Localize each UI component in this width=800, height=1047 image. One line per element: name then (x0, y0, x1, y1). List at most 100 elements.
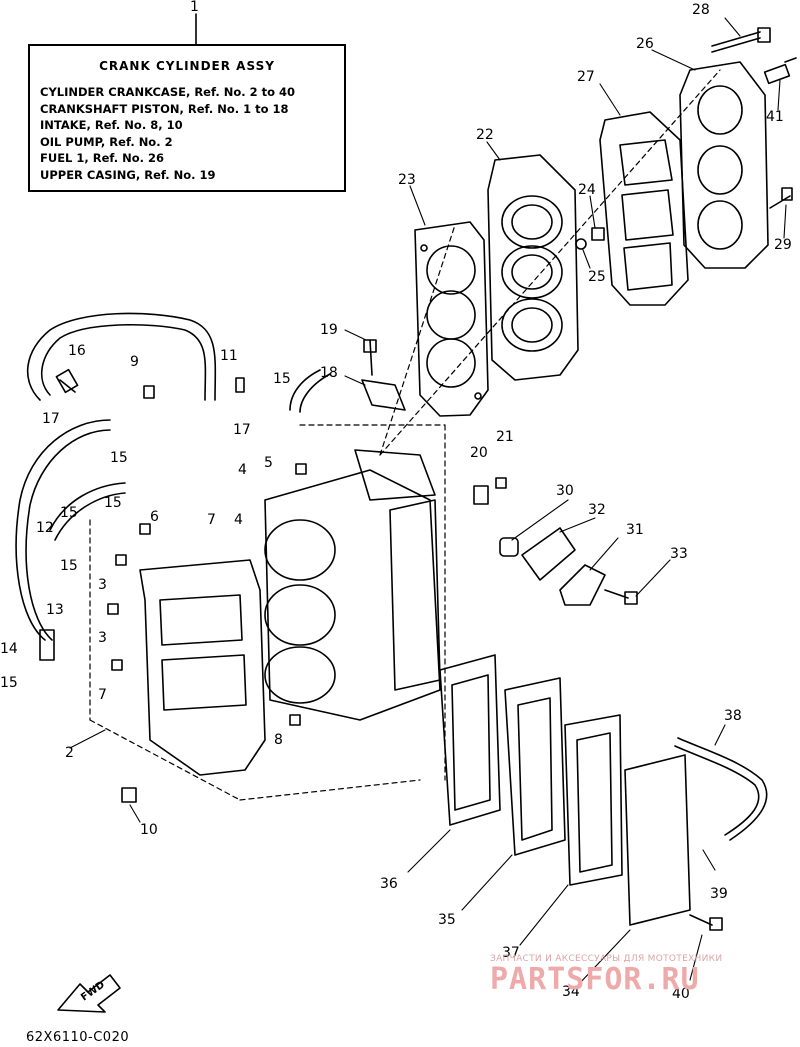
callout-4a: 4 (238, 462, 247, 478)
callout-13: 13 (46, 602, 64, 618)
callout-1: 1 (190, 0, 199, 15)
legend-line: CRANKSHAFT PISTON, Ref. No. 1 to 18 (40, 101, 289, 116)
fitting-3b-drawing (107, 603, 119, 615)
callout-7a: 7 (207, 512, 216, 528)
callout-15d: 15 (60, 505, 78, 521)
callout-21: 21 (496, 429, 514, 445)
legend-line: FUEL 1, Ref. No. 26 (40, 151, 165, 165)
callout-41: 41 (766, 109, 784, 125)
gasket-36-drawing (439, 654, 501, 826)
sensor-41-drawing (763, 57, 797, 85)
callout-15c: 15 (104, 495, 122, 511)
drawing-code: 62X6110-C020 (26, 1030, 130, 1045)
callout-20: 20 (470, 445, 488, 461)
callout-32: 32 (588, 502, 606, 518)
cover-26-drawing (679, 61, 769, 269)
callout-3a: 3 (98, 577, 107, 593)
callout-38: 38 (724, 708, 742, 724)
legend-line: CYLINDER CRANKCASE, Ref. No. 2 to 40 (40, 85, 296, 99)
callout-34: 34 (562, 984, 580, 1000)
clip-20-drawing (473, 485, 489, 505)
gasket-23-drawing (414, 221, 489, 417)
callout-29: 29 (774, 237, 792, 253)
hoses-drawing (15, 312, 331, 661)
leader-lines (69, 17, 787, 986)
gasket-27-drawing (599, 111, 689, 306)
bolt-9-drawing (143, 385, 155, 399)
callout-28: 28 (692, 2, 710, 18)
callout-11: 11 (220, 348, 238, 364)
bolt-40-drawing (689, 914, 723, 931)
bolt-29-drawing (769, 187, 793, 209)
callout-12: 12 (36, 520, 54, 536)
callout-7b: 7 (98, 687, 107, 703)
alignment-lines (89, 69, 721, 801)
watermark-subtitle: ЗАПЧАСТИ И АКСЕССУАРЫ ДЛЯ МОТОТЕХНИКИ (490, 954, 723, 964)
legend-line: INTAKE, Ref. No. 8, 10 (40, 118, 183, 132)
bolt-21-drawing (495, 477, 507, 489)
callout-37: 37 (502, 945, 520, 961)
watermark: ЗАПЧАСТИ И АКСЕССУАРЫ ДЛЯ МОТОТЕХНИКИ PA… (490, 954, 790, 997)
callout-30: 30 (556, 483, 574, 499)
fitting-7-drawing (111, 659, 123, 671)
legend-title: CRANK CYLINDER ASSY (99, 59, 275, 73)
legend-line: UPPER CASING, Ref. No. 19 (40, 167, 216, 182)
callout-23: 23 (398, 172, 416, 188)
callout-24: 24 (578, 182, 596, 198)
plug-5-drawing (295, 463, 307, 475)
plug-24-drawing (591, 227, 605, 241)
crankcase-drawing (139, 449, 441, 776)
bracket-18-drawing (361, 339, 406, 411)
callout-3b: 3 (98, 630, 107, 646)
plate-35-drawing (504, 677, 566, 856)
callout-8: 8 (274, 732, 283, 748)
fitting-3a-drawing (115, 554, 127, 566)
callout-16: 16 (68, 343, 86, 359)
callout-19: 19 (320, 322, 338, 338)
callout-10: 10 (140, 822, 158, 838)
callout-36: 36 (380, 876, 398, 892)
callout-2: 2 (65, 745, 74, 761)
bolt-33-drawing (604, 589, 638, 605)
fwd-arrow-drawing (57, 974, 121, 1013)
watermark-brand: PARTSFOR.RU (490, 962, 700, 997)
thermostat-30-drawing (499, 537, 519, 557)
legend-box: CRANK CYLINDER ASSY CYLINDER CRANKCASE, … (28, 44, 346, 192)
gasket-37-drawing (564, 714, 623, 886)
callout-33: 33 (670, 546, 688, 562)
callout-9: 9 (130, 354, 139, 370)
pin-11-drawing (235, 377, 245, 393)
callout-27: 27 (577, 69, 595, 85)
callout-22: 22 (476, 127, 494, 143)
callout-31: 31 (626, 522, 644, 538)
callout-35: 35 (438, 912, 456, 928)
gasket-32-drawing (521, 527, 576, 581)
callout-40: 40 (672, 986, 690, 1002)
washer-25-drawing (575, 238, 587, 250)
callout-15f: 15 (0, 675, 18, 691)
callout-15e: 15 (60, 558, 78, 574)
callout-5: 5 (264, 455, 273, 471)
callout-17b: 17 (233, 422, 251, 438)
pin-6-drawing (139, 523, 151, 535)
callout-6: 6 (150, 509, 159, 525)
bolt-10-drawing (121, 787, 137, 803)
legend-lines: CYLINDER CRANKCASE, Ref. No. 2 to 40 CRA… (40, 84, 295, 183)
callout-25: 25 (588, 269, 606, 285)
callout-4b: 4 (234, 512, 243, 528)
callout-18: 18 (320, 365, 338, 381)
bolt-28-drawing (711, 27, 771, 53)
cylinder-head-22-drawing (487, 154, 579, 381)
callout-15a: 15 (273, 371, 291, 387)
callout-39: 39 (710, 886, 728, 902)
legend-line: OIL PUMP, Ref. No. 2 (40, 134, 173, 149)
hose-38-drawing (677, 737, 768, 841)
callout-15b: 15 (110, 450, 128, 466)
callout-14: 14 (0, 641, 18, 657)
callout-17a: 17 (42, 411, 60, 427)
cover-31-drawing (559, 564, 606, 606)
cover-34-drawing (624, 754, 691, 926)
plug-8-drawing (289, 714, 301, 726)
